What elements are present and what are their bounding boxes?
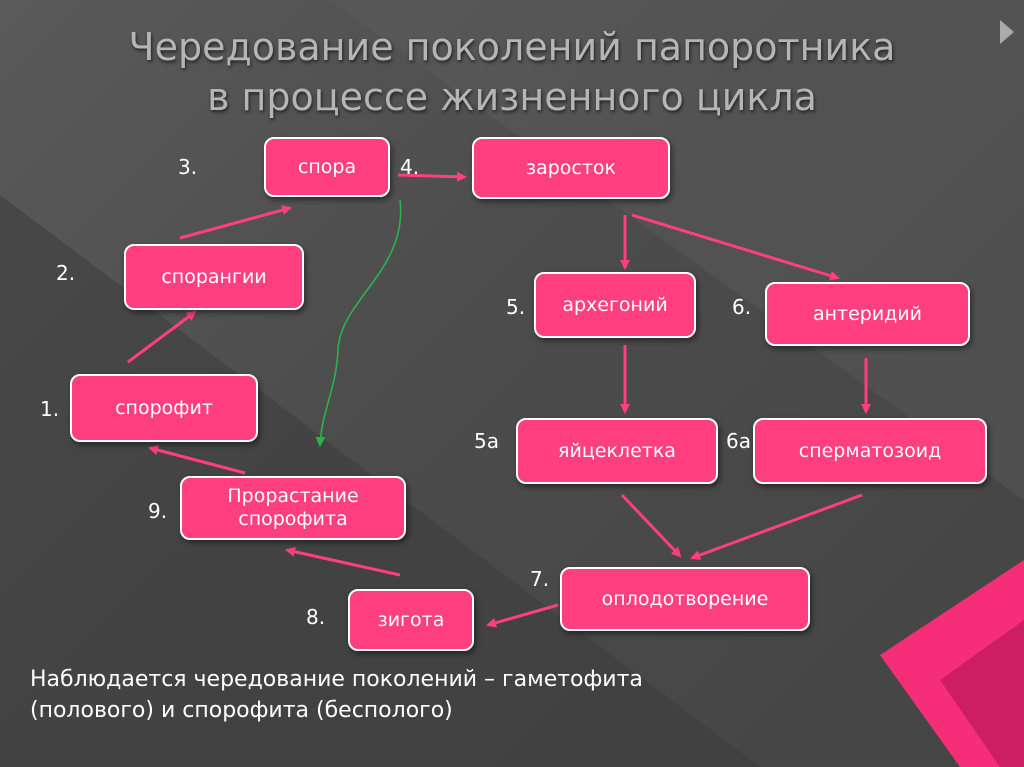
node-sporangii: спорангии <box>124 244 304 310</box>
node-prorastanie-sporofita: Прорастание спорофита <box>180 476 406 540</box>
arrow-zigota-prorastanie <box>285 546 401 577</box>
node-yaycekletka: яйцеклетка <box>516 418 718 484</box>
arrow-oplodotvorenie-zigota <box>486 603 559 628</box>
arrow-spermatozoid-oplodotvorenie <box>690 493 863 560</box>
node-zarostok-label: заросток <box>525 156 617 179</box>
step-number-8: 8. <box>306 605 326 629</box>
node-zigota-label: зигота <box>377 608 445 631</box>
node-spora: спора <box>264 137 390 197</box>
footer-note: Наблюдается чередование поколений – гаме… <box>30 664 910 726</box>
slide-title: Чередование поколений папоротника в проц… <box>40 22 984 122</box>
arrow-sporangii-spora <box>179 205 292 240</box>
step-number-7: 7. <box>530 567 550 591</box>
arrow-spora-zarostok <box>397 171 467 182</box>
step-number-4: 4. <box>400 155 420 179</box>
step-number-2: 2. <box>56 261 76 285</box>
node-yaycekletka-label: яйцеклетка <box>558 439 676 462</box>
node-sporofit-label: спорофит <box>115 396 213 419</box>
node-spora-label: спора <box>297 155 357 178</box>
node-arhegoniy-label: архегоний <box>562 293 668 316</box>
arrow-yaycekletka-oplodotvorenie <box>620 493 682 558</box>
node-prorastanie-label-2: спорофита <box>238 508 348 530</box>
node-sporofit: спорофит <box>70 374 258 442</box>
footer-line-2: (полового) и спорофита (бесполого) <box>30 698 453 723</box>
step-number-3: 3. <box>178 155 198 179</box>
arrow-zarostok-anteridiy <box>631 213 840 281</box>
step-number-5a: 5а <box>474 429 499 453</box>
title-line-1: Чередование поколений папоротника <box>128 25 896 69</box>
node-zigota: зигота <box>348 589 474 651</box>
step-number-6a: 6а <box>726 429 751 453</box>
node-zarostok: заросток <box>472 137 670 199</box>
node-spermatozoid: сперматозоид <box>753 418 987 484</box>
node-anteridiy: антеридий <box>765 282 970 346</box>
node-oplodotvorenie: оплодотворение <box>560 567 810 631</box>
node-arhegoniy: архегоний <box>534 272 696 338</box>
node-anteridiy-label: антеридий <box>812 302 923 325</box>
node-sporangii-label: спорангии <box>161 265 267 288</box>
title-line-2: в процессе жизненного цикла <box>207 75 817 119</box>
arrow-prorastanie-sporofit <box>148 445 246 475</box>
step-number-6: 6. <box>732 295 752 319</box>
node-spermatozoid-label: сперматозоид <box>798 439 942 462</box>
footer-line-1: Наблюдается чередование поколений – гаме… <box>30 667 643 692</box>
arrow-spora-prorastanie-green <box>315 199 402 447</box>
step-number-9: 9. <box>148 499 168 523</box>
step-number-1: 1. <box>40 397 60 421</box>
step-number-5: 5. <box>506 295 526 319</box>
node-prorastanie-label-1: Прорастание <box>227 485 359 507</box>
node-oplodotvorenie-label: оплодотворение <box>601 587 769 610</box>
arrow-sporofit-sporangii <box>127 310 197 364</box>
